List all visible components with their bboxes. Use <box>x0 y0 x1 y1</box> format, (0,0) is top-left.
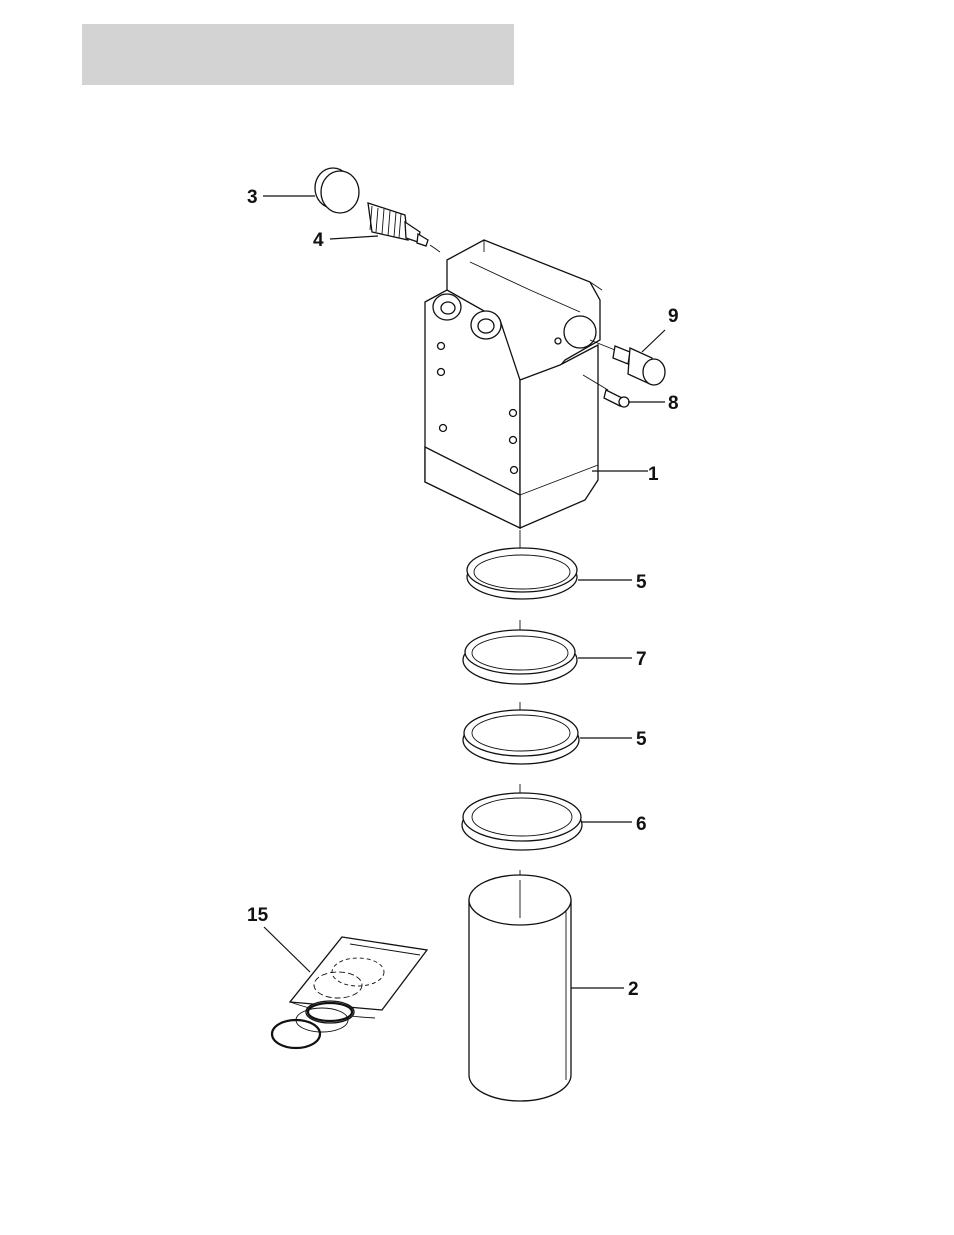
callout-3: 3 <box>247 187 258 208</box>
part-1-filter-head <box>425 240 602 528</box>
callout-7: 7 <box>636 649 647 670</box>
part-6-ring <box>462 793 582 850</box>
callout-9: 9 <box>668 306 679 327</box>
callout-2: 2 <box>628 979 639 1000</box>
callout-4: 4 <box>313 230 324 251</box>
part-5-seal-ring-lower <box>463 710 579 764</box>
part-3-cap <box>315 168 359 213</box>
callout-1: 1 <box>648 464 659 485</box>
part-2-filter-element <box>469 875 571 1101</box>
part-4-threaded-fitting <box>368 203 440 252</box>
callout-6: 6 <box>636 814 647 835</box>
part-15-seal-kit <box>272 937 427 1048</box>
callout-5-upper: 5 <box>636 572 647 593</box>
part-5-seal-ring-upper <box>467 548 577 599</box>
part-7-ring <box>463 630 577 684</box>
callout-15: 15 <box>247 905 269 926</box>
callout-8: 8 <box>668 393 679 414</box>
callout-5-lower: 5 <box>636 729 647 750</box>
part-9-sensor-plug <box>590 340 665 385</box>
